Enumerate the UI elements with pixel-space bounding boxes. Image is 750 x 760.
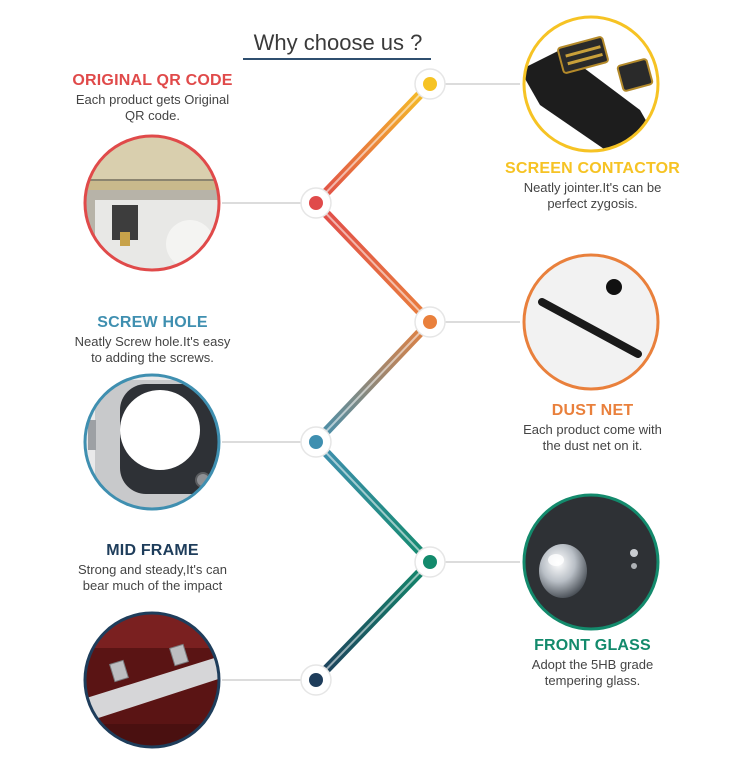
feature-desc-line: Adopt the 5HB grade <box>531 657 654 672</box>
feature-desc-line: Neatly Screw hole.It's easy <box>74 334 231 349</box>
feature-desc-line: QR code. <box>125 108 180 123</box>
feature-desc-line: Each product gets Original <box>75 92 230 107</box>
feature-description: Neatly jointer.It's can be perfect zygos… <box>480 180 705 212</box>
feature-desc-line: perfect zygosis. <box>547 196 638 211</box>
feature-description: Strong and steady,It's can bear much of … <box>40 562 265 594</box>
feature-desc-line: bear much of the impact <box>82 578 223 593</box>
feature-desc-line: to adding the screws. <box>91 350 214 365</box>
feature-desc-line: the dust net on it. <box>542 438 643 453</box>
node-contactor <box>414 68 446 100</box>
node-dust <box>414 306 446 338</box>
feature-description: Adopt the 5HB grade tempering glass. <box>480 657 705 689</box>
qr-code-image <box>83 134 221 272</box>
node-frame <box>300 664 332 696</box>
feature-heading: MID FRAME <box>106 542 199 559</box>
feature-description: Each product gets Original QR code. <box>40 92 265 124</box>
feature-dust-net: DUST NET Each product come with the dust… <box>480 402 705 454</box>
feature-heading: DUST NET <box>551 402 634 419</box>
feature-heading: ORIGINAL QR CODE <box>72 72 233 89</box>
feature-heading: SCREEN CONTACTOR <box>504 160 681 177</box>
node-glass <box>414 546 446 578</box>
feature-screw-hole: SCREW HOLE Neatly Screw hole.It's easy t… <box>40 314 265 366</box>
feature-screen-contactor: SCREEN CONTACTOR Neatly jointer.It's can… <box>480 160 705 212</box>
feature-heading: SCREW HOLE <box>97 314 208 331</box>
feature-heading: FRONT GLASS <box>534 637 651 654</box>
feature-front-glass: FRONT GLASS Adopt the 5HB grade temperin… <box>480 637 705 689</box>
feature-original-qr-code: ORIGINAL QR CODE Each product gets Origi… <box>40 72 265 124</box>
dust-net-image <box>522 253 660 391</box>
feature-desc-line: Each product come with <box>523 422 662 437</box>
screen-contactor-image <box>522 15 660 153</box>
feature-mid-frame: MID FRAME Strong and steady,It's can bea… <box>40 542 265 594</box>
title-underline <box>243 58 431 60</box>
feature-desc-line: Strong and steady,It's can <box>78 562 227 577</box>
node-qr <box>300 187 332 219</box>
feature-desc-line: tempering glass. <box>544 673 641 688</box>
page-title: Why choose us ? <box>253 30 423 55</box>
mid-frame-image <box>83 611 221 749</box>
feature-description: Neatly Screw hole.It's easy to adding th… <box>40 334 265 366</box>
feature-desc-line: Neatly jointer.It's can be <box>523 180 662 195</box>
zigzag-highlight <box>314 83 432 681</box>
feature-description: Each product come with the dust net on i… <box>480 422 705 454</box>
node-screw <box>300 426 332 458</box>
connector-lines <box>222 83 520 681</box>
front-glass-image <box>522 493 660 631</box>
nodes <box>300 68 446 696</box>
screw-hole-image <box>83 373 221 511</box>
